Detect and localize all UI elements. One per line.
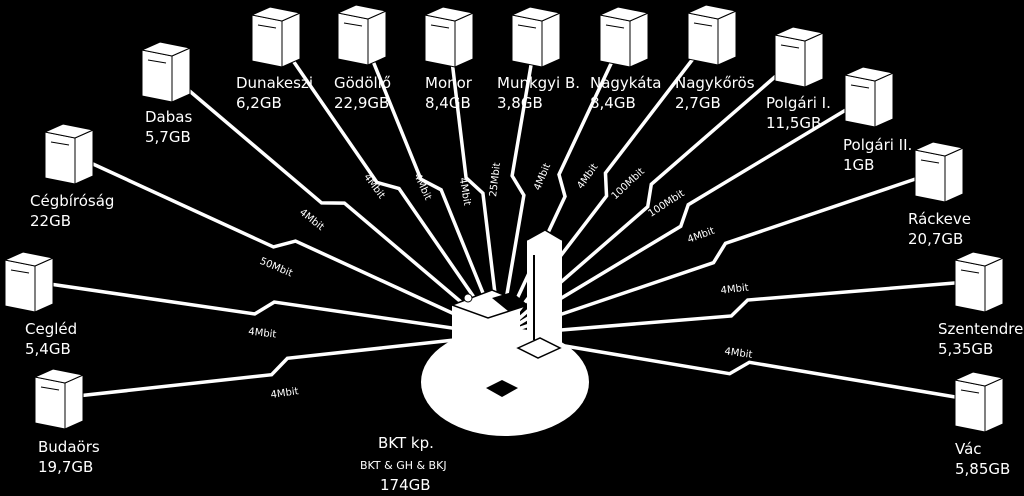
server-icon xyxy=(43,123,95,185)
link-monor xyxy=(447,35,502,336)
site-name-monor: Monor xyxy=(425,74,473,92)
site-name-godollo: Gödöllő xyxy=(334,74,391,92)
data-center-icon xyxy=(421,229,589,436)
site-name-dunakeszi: Dunakeszi xyxy=(236,74,313,92)
server-icon xyxy=(686,4,738,66)
site-name-dabas: Dabas xyxy=(145,108,192,126)
link-cegbirosag xyxy=(68,151,501,337)
link-dabas xyxy=(164,69,502,337)
site-name-cegled: Cegléd xyxy=(25,320,77,338)
site-size-monor: 8,4GB xyxy=(425,94,471,112)
link-speed-dunakeszi: 4Mbit xyxy=(361,172,387,201)
links-layer xyxy=(28,32,980,403)
link-szentendre xyxy=(499,279,980,337)
site-size-godollo: 22,9GB xyxy=(334,94,389,112)
link-speed-dabas: 4Mbit xyxy=(297,207,326,233)
server-icon xyxy=(3,251,55,313)
link-speed-nagykata: 4Mbit xyxy=(532,162,553,192)
hub-title: BKT kp. xyxy=(378,434,434,452)
site-size-dunakeszi: 6,2GB xyxy=(236,94,282,112)
server-icon xyxy=(843,66,895,128)
site-name-polgari2: Polgári II. xyxy=(843,136,912,154)
site-name-polgari1: Polgári I. xyxy=(766,94,831,112)
link-speed-polgari1: 100Mbit xyxy=(610,166,647,202)
link-speed-szentendre: 4Mbit xyxy=(720,282,749,296)
link-speed-cegled: 4Mbit xyxy=(248,326,277,340)
site-size-munkgyi: 3,8GB xyxy=(497,94,543,112)
site-size-cegled: 5,4GB xyxy=(25,340,71,358)
link-speed-cegbirosag: 50Mbit xyxy=(258,256,294,280)
link-speed-godollo: 4Mbit xyxy=(411,172,433,202)
hub-size: 174GB xyxy=(380,476,431,494)
server-icon xyxy=(423,6,475,68)
server-icon xyxy=(953,371,1005,433)
site-size-cegbirosag: 22GB xyxy=(30,212,71,230)
link-munkgyi xyxy=(498,35,538,336)
server-icon xyxy=(336,4,388,66)
link-speed-polgari2: 100Mbit xyxy=(647,188,687,219)
server-icon xyxy=(953,251,1005,313)
link-godollo xyxy=(360,33,502,336)
server-icon xyxy=(140,41,192,103)
site-size-polgari1: 11,5GB xyxy=(766,114,821,132)
hub-subtitle: BKT & GH & BKJ xyxy=(360,459,447,472)
site-size-rackeve: 20,7GB xyxy=(908,230,963,248)
link-vac xyxy=(499,333,980,403)
site-size-nagykata: 8,4GB xyxy=(590,94,636,112)
site-size-budaors: 19,7GB xyxy=(38,458,93,476)
link-speed-munkgyi: 25Mbit xyxy=(488,162,503,198)
server-icon xyxy=(510,6,562,68)
link-budaors xyxy=(58,333,501,400)
server-icon xyxy=(598,6,650,68)
link-speed-budaors: 4Mbit xyxy=(270,386,299,401)
site-size-vac: 5,85GB xyxy=(955,460,1010,478)
link-speed-vac: 4Mbit xyxy=(724,346,753,361)
server-icon xyxy=(250,6,302,68)
site-name-nagykoros: Nagykőrös xyxy=(675,74,755,92)
site-name-rackeve: Ráckeve xyxy=(908,210,971,228)
site-size-nagykoros: 2,7GB xyxy=(675,94,721,112)
hub-labels: BKT kp. BKT & GH & BKJ 174GB xyxy=(360,434,447,494)
link-speed-rackeve: 4Mbit xyxy=(686,226,716,246)
link-polgari1 xyxy=(498,54,801,337)
site-name-vac: Vác xyxy=(955,440,982,458)
site-size-dabas: 5,7GB xyxy=(145,128,191,146)
site-name-szentendre: Szentendre xyxy=(938,320,1023,338)
link-speed-monor: 4Mbit xyxy=(457,177,473,207)
link-rackeve xyxy=(499,169,940,337)
server-icon xyxy=(773,26,825,88)
link-cegled xyxy=(28,279,501,337)
site-name-munkgyi: Munkgyi B. xyxy=(497,74,580,92)
site-name-budaors: Budaörs xyxy=(38,438,100,456)
site-name-cegbirosag: Cégbíróság xyxy=(30,192,114,210)
site-size-szentendre: 5,35GB xyxy=(938,340,993,358)
servers-layer xyxy=(3,4,1005,433)
server-icon xyxy=(33,368,85,430)
site-name-nagykata: Nagykáta xyxy=(590,74,662,92)
link-speed-nagykoros: 4Mbit xyxy=(575,162,600,191)
server-icon xyxy=(913,141,965,203)
site-size-polgari2: 1GB xyxy=(843,156,874,174)
link-polgari2 xyxy=(499,94,870,337)
link-dunakeszi xyxy=(274,35,502,336)
